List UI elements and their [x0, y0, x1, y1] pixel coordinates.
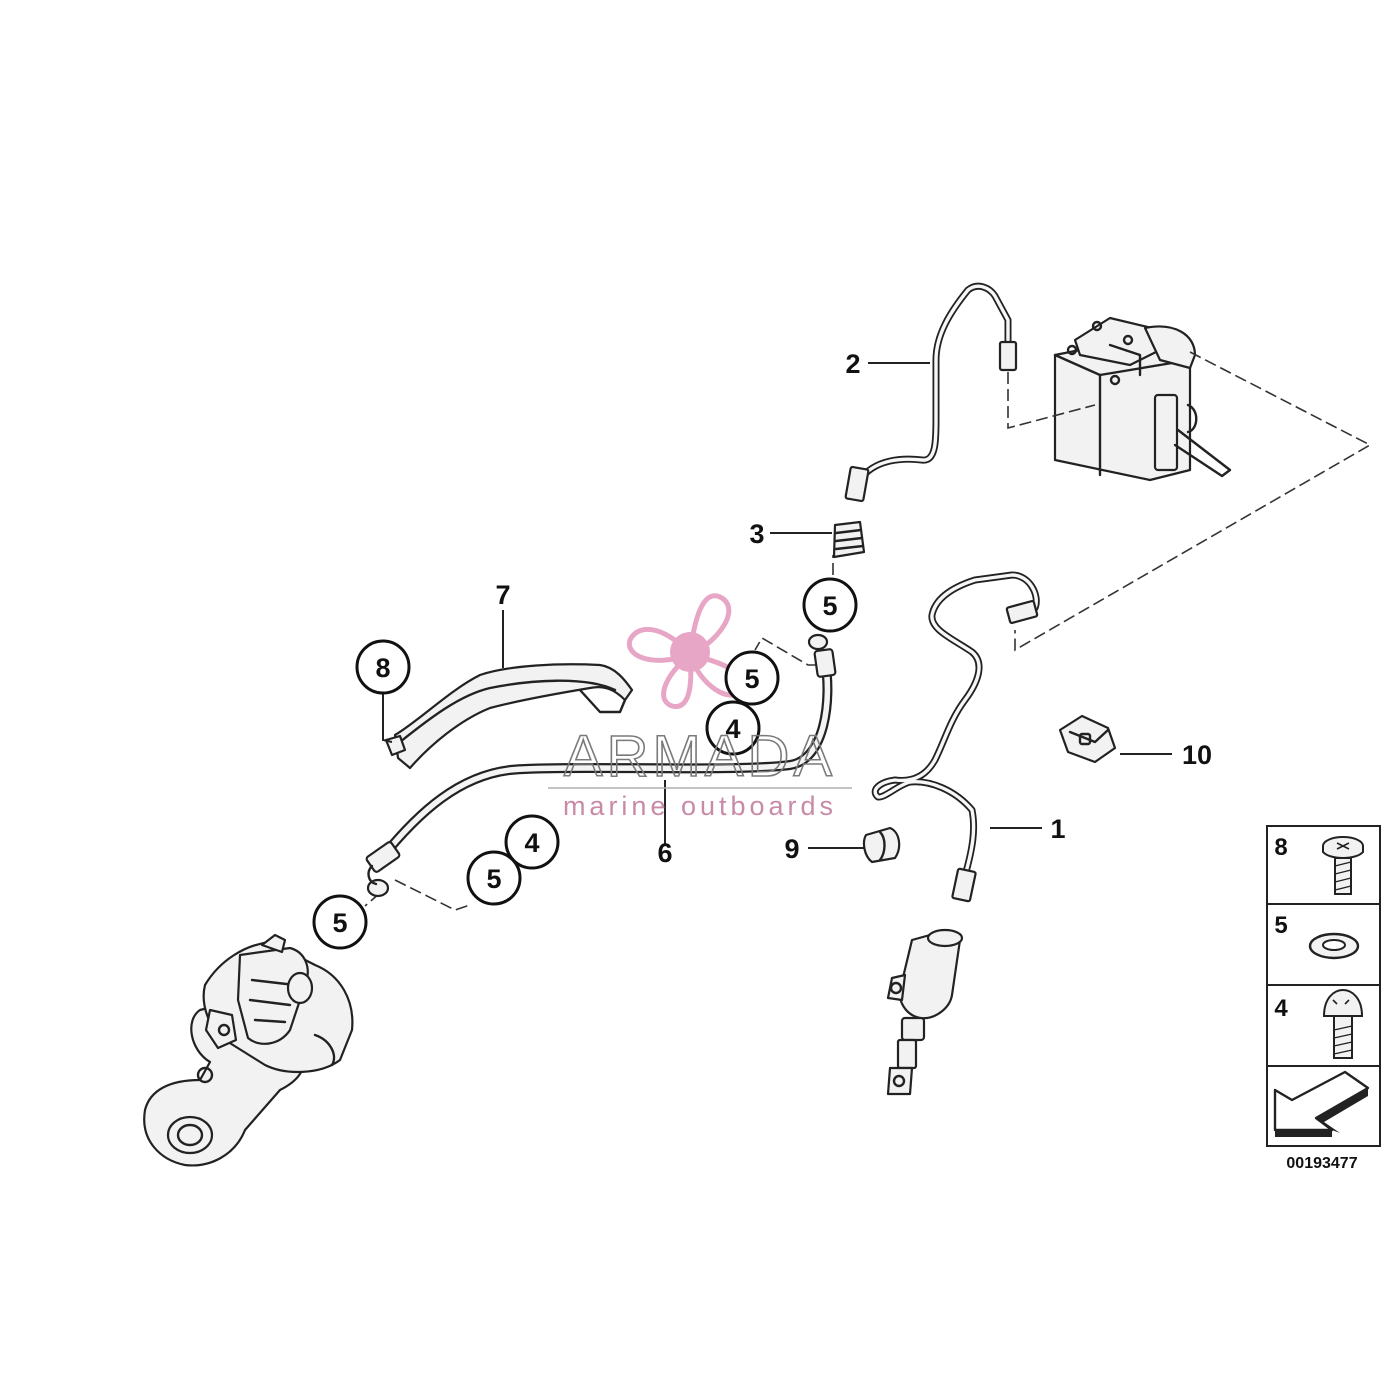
leader-lines — [382, 362, 1172, 849]
brake-hose-6 — [365, 633, 837, 898]
watermark: ARMADA marine outboards — [548, 723, 852, 821]
callout-5-top: 5 — [822, 591, 837, 621]
legend-number-4: 4 — [1274, 995, 1288, 1022]
callout-circles — [312, 577, 858, 950]
callout-9: 9 — [784, 834, 799, 864]
callout-5-lower: 5 — [486, 864, 501, 894]
watermark-brand: ARMADA — [564, 724, 836, 789]
watermark-tagline: marine outboards — [563, 791, 837, 821]
callout-7: 7 — [495, 580, 510, 610]
abs-pressure-modulator — [1053, 316, 1232, 482]
callout-5-caliper: 5 — [332, 908, 347, 938]
direction-arrow-icon — [1273, 1070, 1370, 1137]
reference-code: 00193477 — [1286, 1155, 1357, 1172]
banjo-bolt-icon — [1322, 988, 1364, 1059]
legend-number-5: 5 — [1274, 912, 1287, 939]
callout-4-middle: 4 — [725, 714, 740, 744]
callout-10: 10 — [1182, 740, 1212, 770]
callout-5-middle: 5 — [744, 664, 759, 694]
legend-number-8: 8 — [1274, 834, 1287, 861]
screw-icon — [1322, 836, 1364, 895]
callout-2: 2 — [845, 349, 860, 379]
legend-item-5: 5 — [1274, 912, 1360, 960]
hose-bracket-7 — [384, 663, 634, 770]
callout-3: 3 — [749, 519, 764, 549]
rear-brake-caliper — [143, 933, 354, 1167]
legend-item-8: 8 — [1274, 834, 1364, 895]
brake-line-2 — [844, 282, 1018, 503]
parts-legend: 8 5 4 — [1266, 825, 1381, 1147]
clip-9 — [862, 826, 901, 864]
callout-8: 8 — [375, 653, 390, 683]
callout-1: 1 — [1050, 814, 1065, 844]
spring-nut-10 — [1058, 714, 1117, 764]
rear-master-cylinder — [886, 928, 964, 1096]
callout-labels: 1 2 3 5 5 4 7 8 6 4 5 5 9 10 — [332, 349, 1212, 938]
washer-icon — [1308, 932, 1360, 960]
callout-6: 6 — [657, 838, 672, 868]
assembly-dash-lines — [364, 351, 1372, 911]
propeller-logo-icon — [626, 593, 746, 709]
brake-line-1 — [871, 571, 1040, 903]
callout-4-lower: 4 — [524, 828, 539, 858]
legend-item-4: 4 — [1274, 988, 1364, 1059]
grommet-3 — [832, 520, 866, 559]
